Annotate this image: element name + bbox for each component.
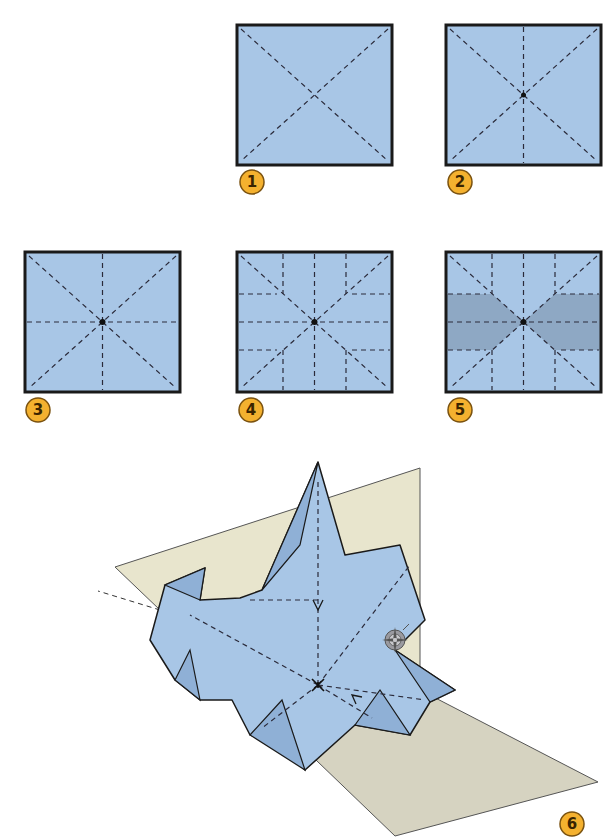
badge-circle <box>560 812 584 836</box>
crease-line <box>318 685 425 700</box>
callout-number: 3 <box>33 403 43 418</box>
center-mark <box>100 319 106 325</box>
paper-border <box>237 25 392 165</box>
paper-pleat <box>175 650 200 700</box>
compass-rose <box>382 624 409 653</box>
corner-creases <box>239 254 390 390</box>
fold-line <box>98 591 160 610</box>
crease-line <box>318 565 410 685</box>
folded-paper <box>150 462 455 770</box>
paper-pleat <box>262 462 318 590</box>
center-mark <box>521 93 526 98</box>
callout-number: 4 <box>246 403 256 418</box>
paper-fill <box>446 25 601 165</box>
badge-circle <box>448 398 472 422</box>
paper-pleat <box>395 650 455 702</box>
paper-fill <box>237 252 392 392</box>
crease-line <box>262 685 318 728</box>
badge-circle <box>448 170 472 194</box>
callout-number: 1 <box>247 175 257 190</box>
badge-circle <box>26 398 50 422</box>
corner-creases <box>448 254 599 390</box>
fold-arrowhead <box>352 695 362 704</box>
crease-line <box>318 685 372 718</box>
paper-square <box>446 252 601 392</box>
compass-mark <box>403 624 409 630</box>
step-number: 3 <box>25 397 51 423</box>
crease-line <box>190 615 318 685</box>
compass-needles <box>382 627 408 653</box>
step-number: 2 <box>447 169 473 195</box>
callout-number: 6 <box>567 817 577 832</box>
paper-border <box>25 252 180 392</box>
step-number: 1 <box>239 169 265 195</box>
paper-body <box>150 462 455 770</box>
step-number: 4 <box>238 397 264 423</box>
paper-fill <box>25 252 180 392</box>
paper-pleat <box>165 568 205 600</box>
badge-circle <box>239 398 263 422</box>
paper-square <box>446 25 601 165</box>
paper-square <box>237 25 392 165</box>
step-number: 6 <box>559 811 585 837</box>
callout-number: 2 <box>455 175 465 190</box>
center-mark <box>312 319 318 325</box>
center-mark <box>521 319 527 325</box>
paper-fill <box>446 252 601 392</box>
center-mark <box>312 679 324 691</box>
paper-border <box>237 252 392 392</box>
crease-line <box>250 599 318 600</box>
paper-border <box>446 25 601 165</box>
paper-square <box>25 252 180 392</box>
paper-fill <box>237 25 392 165</box>
fold-arrowhead <box>313 600 323 610</box>
step-number: 5 <box>447 397 473 423</box>
paper-border <box>446 252 601 392</box>
callout-number: 5 <box>455 403 465 418</box>
paper-square <box>237 252 392 392</box>
diagonal-creases <box>241 29 388 161</box>
badge-circle <box>240 170 264 194</box>
paper-pleat <box>250 700 305 770</box>
crease-line <box>317 480 318 685</box>
shaded-area <box>524 294 602 350</box>
